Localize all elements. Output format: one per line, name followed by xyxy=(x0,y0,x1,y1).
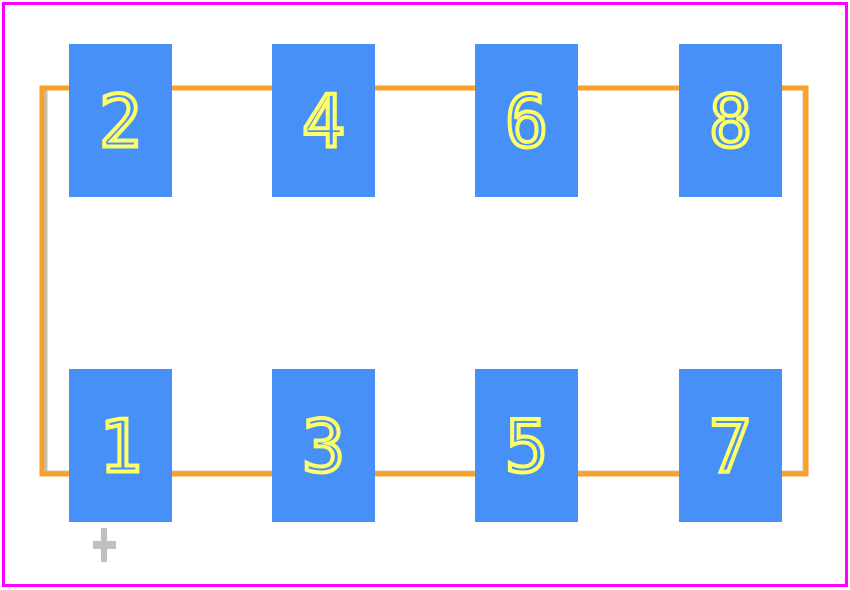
pad-6 xyxy=(475,44,578,197)
pad-7 xyxy=(679,369,782,522)
pad-1 xyxy=(69,369,172,522)
pad-4 xyxy=(272,44,375,197)
pad-number-label: 5 xyxy=(505,405,548,489)
pad-5 xyxy=(475,369,578,522)
pad-number-label: 7 xyxy=(709,405,752,489)
pad-number-label: 1 xyxy=(99,405,142,489)
origin-marker-icon xyxy=(93,528,116,562)
pad-number-label: 3 xyxy=(302,405,345,489)
pad-8 xyxy=(679,44,782,197)
pad-number-label: 2 xyxy=(99,80,142,164)
pad-number-label: 8 xyxy=(709,80,752,164)
pads-group: 2 4 6 8 1 3 5 7 xyxy=(69,44,782,522)
pad-2 xyxy=(69,44,172,197)
pad-number-label: 6 xyxy=(505,80,548,164)
pad-3 xyxy=(272,369,375,522)
pad-number-label: 4 xyxy=(302,80,345,164)
silkscreen-outline xyxy=(39,85,809,477)
